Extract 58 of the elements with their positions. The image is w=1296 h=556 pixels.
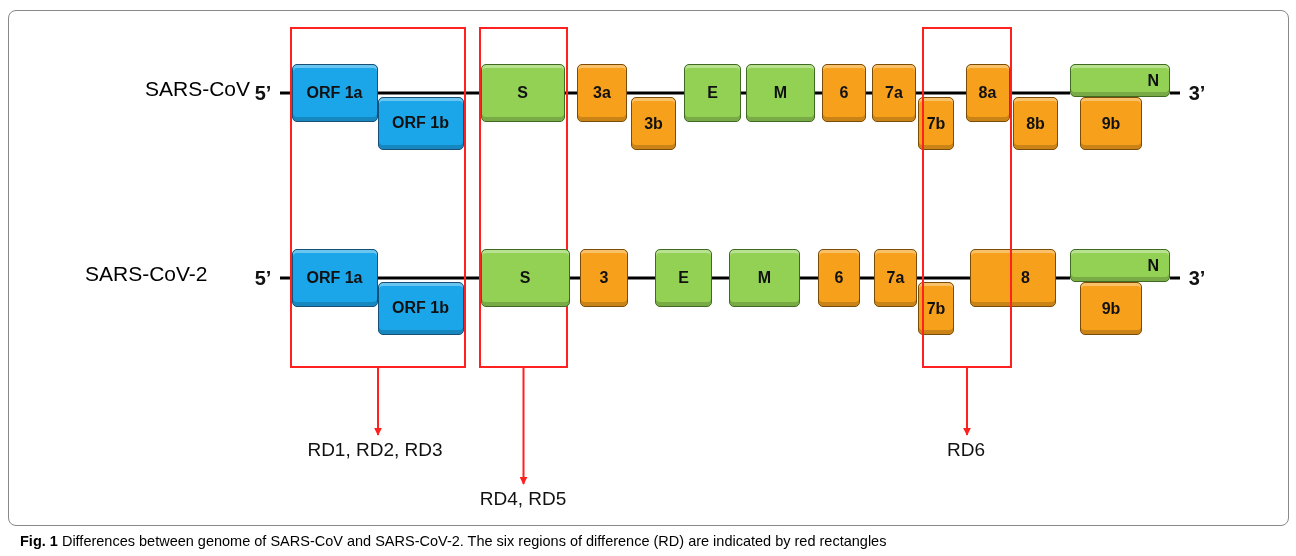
genome-line	[1010, 91, 1070, 95]
gene-box: 3b	[631, 97, 676, 150]
gene-box: 8a	[965, 63, 1010, 122]
arrow	[374, 367, 382, 436]
end-label: 5’	[246, 264, 280, 292]
genome-line	[741, 91, 746, 95]
genome-line	[916, 91, 966, 95]
end-label: 3’	[1180, 264, 1214, 292]
region-label: RD1, RD2, RD3	[285, 435, 465, 465]
genome-line	[860, 276, 874, 280]
gene-box: 7b	[918, 282, 954, 335]
gene-box: 7a	[874, 249, 917, 307]
genome-name: SARS-CoV	[145, 77, 251, 101]
gene-box: S	[480, 63, 565, 122]
region-label: RD4, RD5	[458, 484, 588, 514]
gene-box: ORF 1b	[377, 96, 464, 150]
gene-box: 8	[970, 249, 1056, 307]
gene-box: N	[1070, 64, 1170, 97]
gene-box: ORF 1b	[377, 281, 464, 335]
gene-box: ORF 1a	[291, 63, 378, 122]
genome-line	[1056, 276, 1070, 280]
genome-line	[815, 91, 822, 95]
gene-box: 6	[822, 64, 866, 122]
gene-box: ORF 1a	[291, 248, 378, 307]
genome-line	[712, 276, 729, 280]
gene-box: N	[1070, 249, 1170, 282]
gene-box: M	[746, 64, 815, 122]
figure-caption: Fig. 1 Differences between genome of SARS-CoV and SARS-CoV-2. The six regions of difference (RD) are indicated by red rectangles	[20, 533, 887, 549]
end-label: 3’	[1180, 79, 1214, 107]
gene-box: E	[684, 64, 741, 122]
genome-line	[1170, 276, 1180, 280]
genome-line	[800, 276, 818, 280]
arrow	[963, 367, 971, 436]
region-rectangle	[479, 27, 568, 368]
gene-box: S	[480, 248, 570, 307]
gene-box: 9b	[1080, 282, 1142, 335]
region-label: RD6	[930, 435, 1002, 465]
gene-box: E	[655, 249, 712, 307]
genome-line	[570, 276, 580, 280]
genome-line	[378, 91, 481, 95]
genome-line	[628, 276, 655, 280]
arrow	[519, 367, 528, 485]
gene-box: 7a	[872, 64, 916, 122]
gene-box: 6	[818, 249, 860, 307]
genome-line	[1170, 91, 1180, 95]
genome-line	[627, 91, 684, 95]
genome-name: SARS-CoV-2	[85, 262, 208, 286]
gene-box: 3a	[577, 64, 627, 122]
gene-box: 9b	[1080, 97, 1142, 150]
gene-box: 8b	[1013, 97, 1058, 150]
gene-box: 7b	[918, 97, 954, 150]
genome-line	[917, 276, 970, 280]
gene-box: M	[729, 249, 800, 307]
gene-box: 3	[580, 249, 628, 307]
region-rectangle	[290, 27, 466, 368]
genome-line	[378, 276, 481, 280]
region-rectangle	[922, 27, 1012, 368]
genome-line	[866, 91, 872, 95]
